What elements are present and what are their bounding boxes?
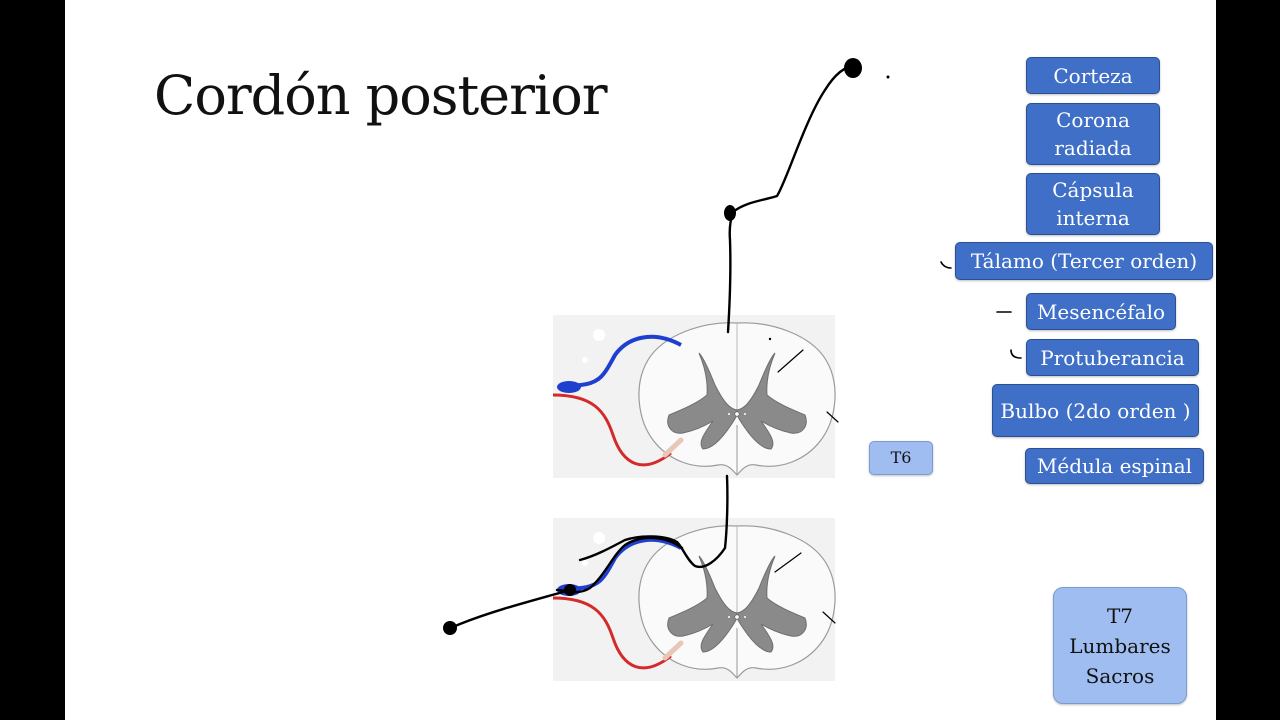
level-protuberancia-box[interactable]: Protuberancia [1026, 339, 1199, 376]
level-corteza-label: Corteza [1053, 63, 1133, 88]
level-capsula-interna-box[interactable]: Cápsula interna [1026, 173, 1160, 235]
level-talamo-label: Tálamo (Tercer orden) [970, 249, 1198, 273]
segment-lower-line-3: Sacros [1085, 663, 1155, 688]
segment-lower-line-1: T7 [1106, 603, 1134, 628]
level-bulbo-label: Bulbo (2do orden ) [1000, 398, 1191, 423]
level-corona-radiada-box[interactable]: Corona radiada [1026, 103, 1160, 165]
level-mesencefalo-label: Mesencéfalo [1036, 299, 1166, 324]
level-corteza-box[interactable]: Corteza [1026, 57, 1160, 94]
level-capsula-interna-line-1: Cápsula [1052, 178, 1134, 202]
level-capsula-interna-line-2: interna [1056, 206, 1130, 230]
level-talamo-box[interactable]: Tálamo (Tercer orden) [955, 242, 1213, 280]
segment-lower-box[interactable]: T7 Lumbares Sacros [1053, 587, 1187, 704]
segment-t6-badge[interactable]: T6 [869, 441, 933, 475]
level-bulbo-box[interactable]: Bulbo (2do orden ) [992, 384, 1199, 437]
level-protuberancia-label: Protuberancia [1040, 345, 1185, 370]
level-mesencefalo-box[interactable]: Mesencéfalo [1026, 293, 1176, 330]
segment-lower-line-2: Lumbares [1069, 633, 1171, 658]
level-corona-radiada-line-1: Corona [1056, 108, 1130, 132]
level-corona-radiada-line-2: radiada [1054, 136, 1132, 160]
slide-title: Cordón posterior [154, 64, 608, 127]
slide: Cordón posterior [65, 0, 1216, 720]
segment-t6-label: T6 [890, 448, 912, 467]
level-medula-espinal-box[interactable]: Médula espinal [1025, 448, 1204, 484]
level-medula-espinal-label: Médula espinal [1036, 454, 1193, 478]
